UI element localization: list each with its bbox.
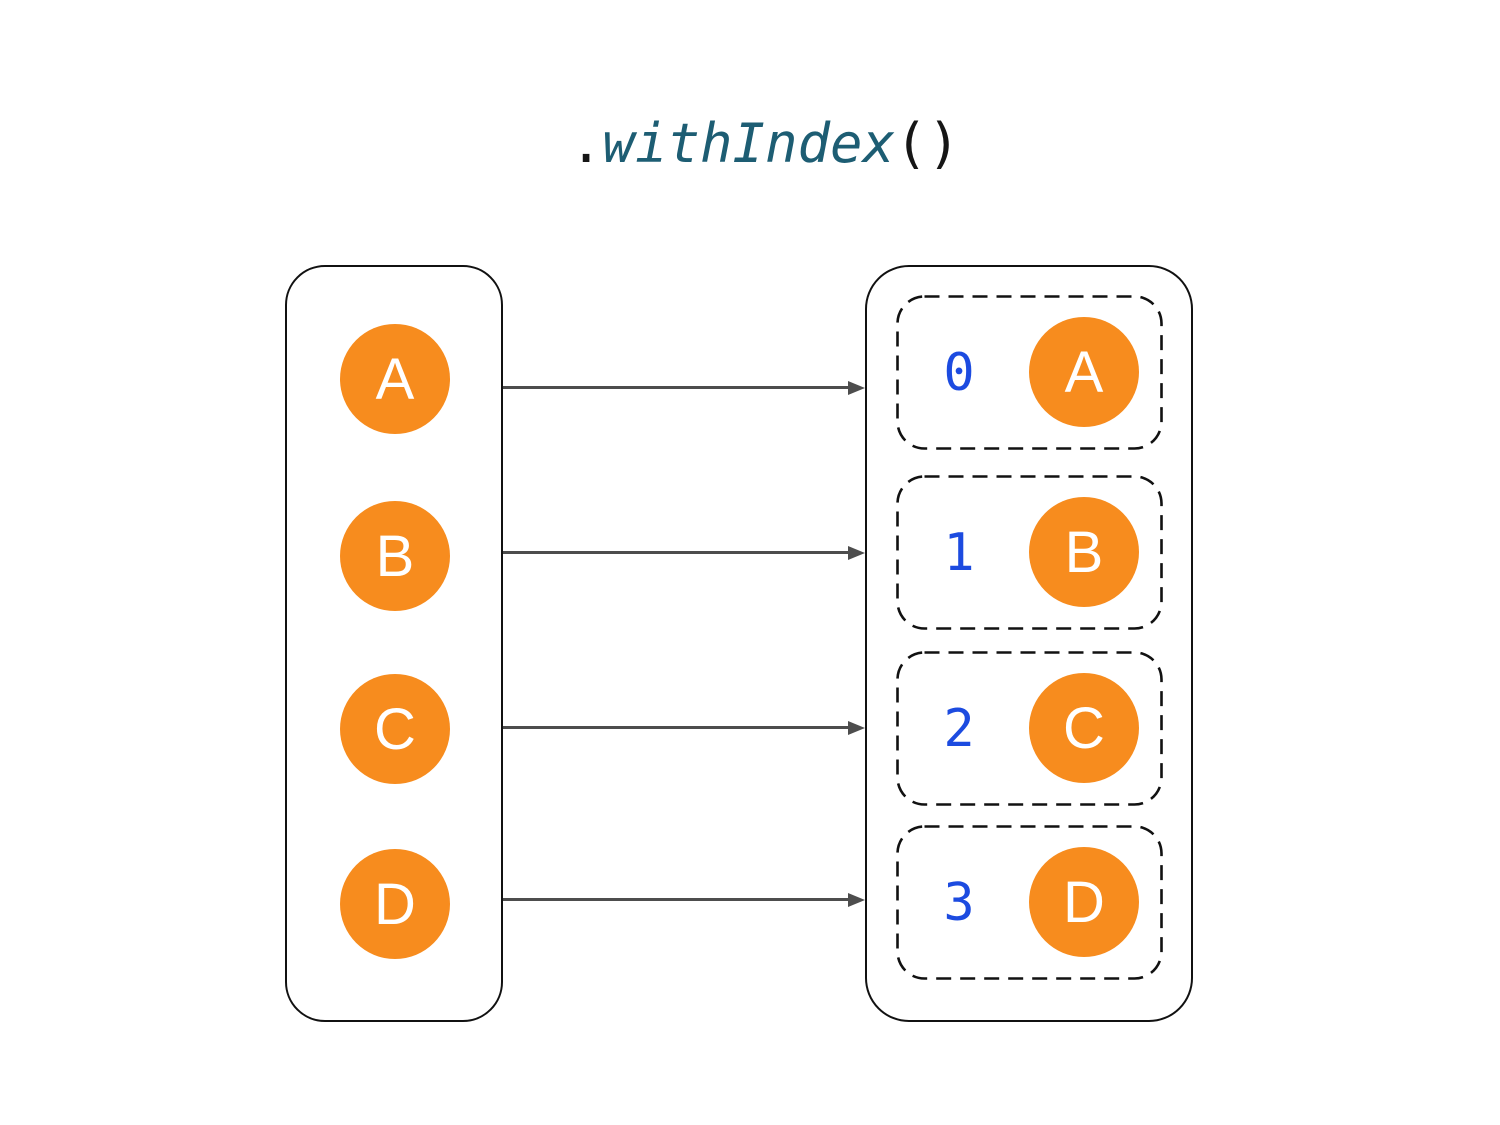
source-list-container: A B C D <box>285 265 503 1022</box>
mapping-arrow-icon <box>503 893 865 906</box>
indexed-pair-box: 1 B <box>896 475 1163 630</box>
pair-value-label: A <box>1064 339 1104 405</box>
mapping-arrow-icon <box>503 721 865 734</box>
indexed-pair-box: 2 C <box>896 651 1163 806</box>
pair-value-circle: B <box>1029 497 1139 607</box>
indexed-pair-box: 0 A <box>896 295 1163 450</box>
source-item-circle: C <box>340 674 450 784</box>
pair-index: 3 <box>943 872 975 933</box>
pair-value-circle: A <box>1029 317 1139 427</box>
source-item-circle: A <box>340 324 450 434</box>
source-item-label: A <box>375 346 415 412</box>
indexed-pair-box: 3 D <box>896 825 1163 980</box>
dashed-outline <box>896 651 1163 806</box>
source-item-label: B <box>375 523 415 589</box>
source-item-label: C <box>374 696 416 762</box>
result-list-container: 0 A 1 B 2 C 3 <box>865 265 1193 1022</box>
title-parentheses: () <box>895 112 961 175</box>
pair-value-label: B <box>1064 519 1104 585</box>
diagram-title: .withIndex() <box>570 112 960 176</box>
source-item-circle: D <box>340 849 450 959</box>
pair-index: 0 <box>943 342 975 403</box>
title-method-name: withIndex <box>602 112 896 175</box>
pair-value-circle: C <box>1029 673 1139 783</box>
pair-value-circle: D <box>1029 847 1139 957</box>
mapping-arrow-icon <box>503 546 865 559</box>
mapping-arrow-icon <box>503 381 865 394</box>
dashed-outline <box>896 295 1163 450</box>
pair-value-label: D <box>1063 869 1105 935</box>
dashed-outline <box>896 825 1163 980</box>
source-item-label: D <box>374 871 416 937</box>
pair-index: 2 <box>943 698 975 759</box>
pair-value-label: C <box>1063 695 1105 761</box>
title-dot: . <box>569 112 603 175</box>
dashed-outline <box>896 475 1163 630</box>
pair-index: 1 <box>943 522 975 583</box>
source-item-circle: B <box>340 501 450 611</box>
